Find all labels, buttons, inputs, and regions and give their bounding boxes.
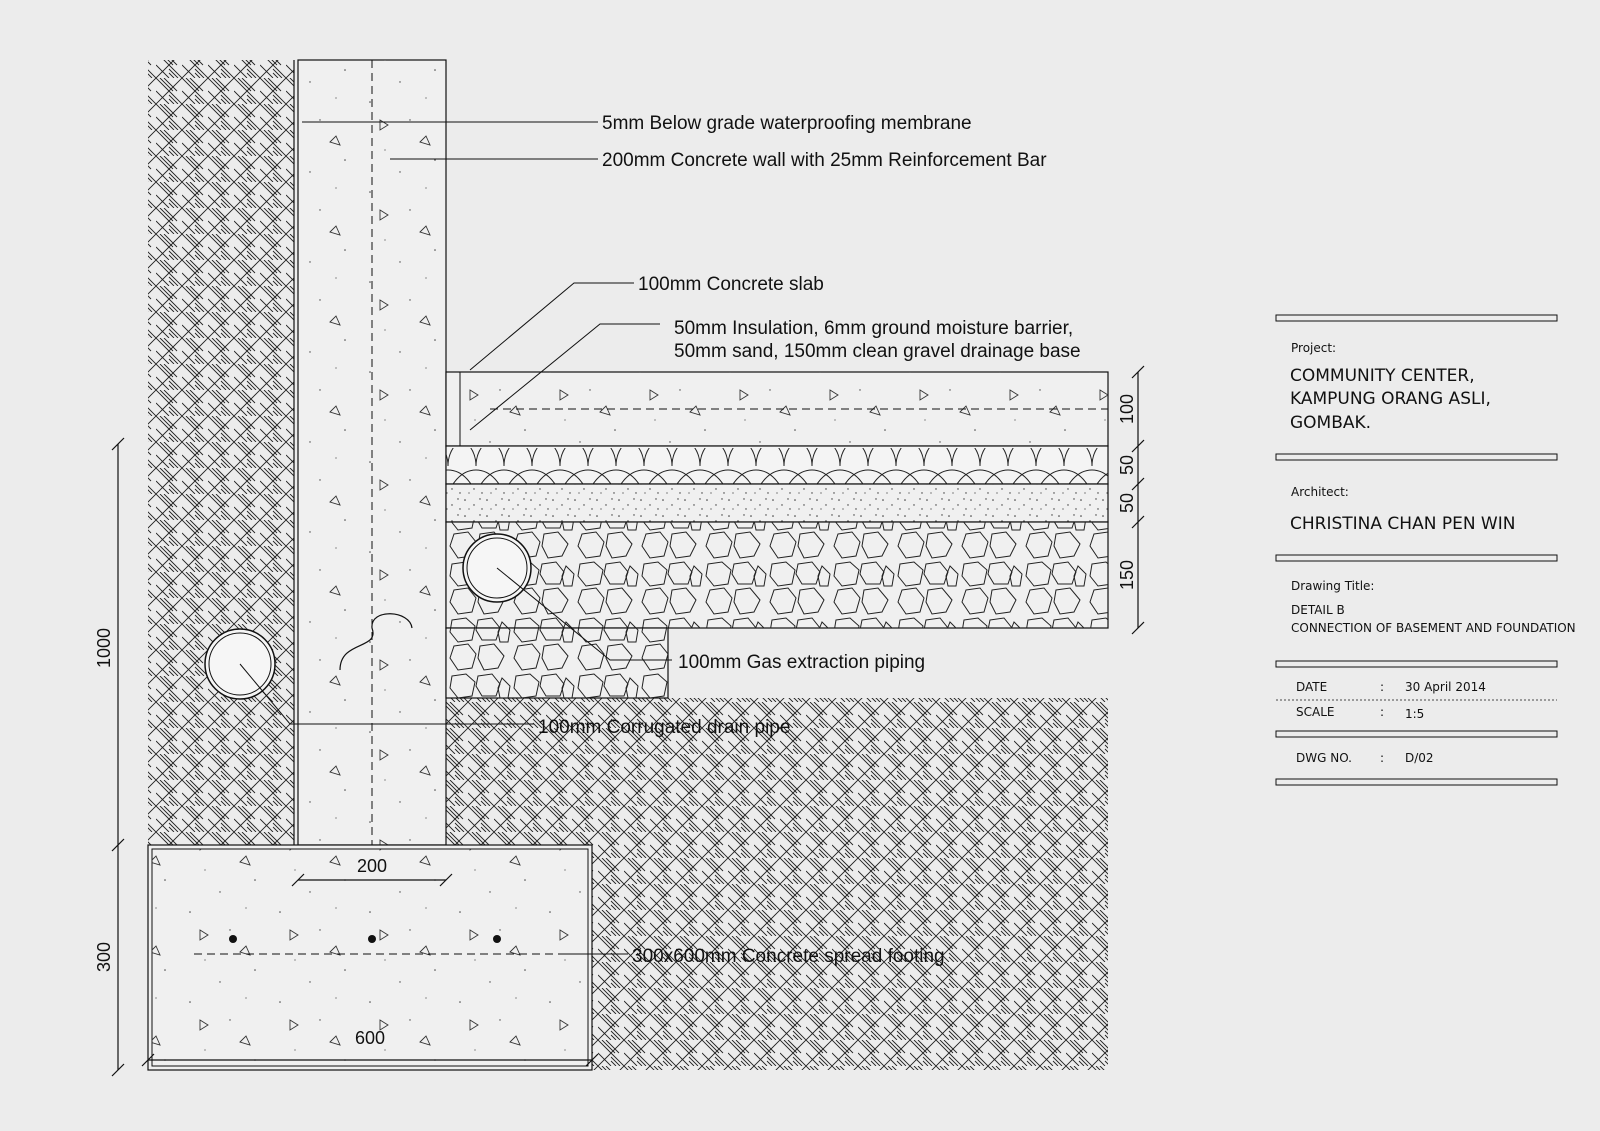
- dimension-lines: [111, 365, 1145, 1077]
- scale-sep: :: [1380, 705, 1384, 719]
- callout-layers-line2: 50mm sand, 150mm clean gravel drainage b…: [674, 341, 1081, 362]
- title-block: Project: COMMUNITY CENTER, KAMPUNG ORANG…: [1275, 314, 1576, 786]
- soil-left: [148, 60, 294, 845]
- dim-sand: 50: [1117, 493, 1137, 513]
- project-line2: KAMPUNG ORANG ASLI,: [1290, 389, 1491, 409]
- callout-footing: 300x600mm Concrete spread footing: [632, 946, 945, 967]
- drawing-title-line2: CONNECTION OF BASEMENT AND FOUNDATION: [1291, 621, 1576, 635]
- rebar: [493, 935, 501, 943]
- rebar: [368, 935, 376, 943]
- callout-waterproofing: 5mm Below grade waterproofing membrane: [602, 113, 972, 134]
- rebar: [229, 935, 237, 943]
- wall-key-joint: [339, 613, 413, 671]
- dim-slab: 100: [1117, 394, 1137, 424]
- dim-wall-height: 1000: [94, 628, 114, 668]
- dwg-label: DWG NO.: [1296, 751, 1352, 765]
- architect-label: Architect:: [1291, 485, 1349, 499]
- date-sep: :: [1380, 680, 1384, 694]
- dim-gravel: 150: [1117, 560, 1137, 590]
- dim-footing-height: 300: [94, 942, 114, 972]
- project-line3: GOMBAK.: [1290, 413, 1371, 433]
- callout-gas-piping: 100mm Gas extraction piping: [678, 652, 925, 673]
- leader-lines: [239, 121, 672, 955]
- architect-name: CHRISTINA CHAN PEN WIN: [1290, 514, 1515, 534]
- scale-value: 1:5: [1405, 707, 1424, 721]
- dim-footing-width: 600: [355, 1028, 385, 1048]
- callout-slab: 100mm Concrete slab: [638, 274, 824, 295]
- dim-insulation: 50: [1117, 455, 1137, 475]
- date-value: 30 April 2014: [1405, 680, 1486, 694]
- drawing-title-label: Drawing Title:: [1291, 579, 1374, 593]
- callout-concrete-wall: 200mm Concrete wall with 25mm Reinforcem…: [602, 150, 1047, 171]
- date-label: DATE: [1296, 680, 1327, 694]
- callout-layers-line1: 50mm Insulation, 6mm ground moisture bar…: [674, 318, 1073, 339]
- project-label: Project:: [1291, 341, 1336, 355]
- callout-drain-pipe: 100mm Corrugated drain pipe: [538, 717, 790, 738]
- dwg-sep: :: [1380, 751, 1384, 765]
- drawing-title-line1: DETAIL B: [1291, 603, 1345, 617]
- dwg-value: D/02: [1405, 751, 1434, 765]
- dim-wall-width: 200: [357, 856, 387, 876]
- scale-label: SCALE: [1296, 705, 1334, 719]
- project-line1: COMMUNITY CENTER,: [1290, 366, 1475, 386]
